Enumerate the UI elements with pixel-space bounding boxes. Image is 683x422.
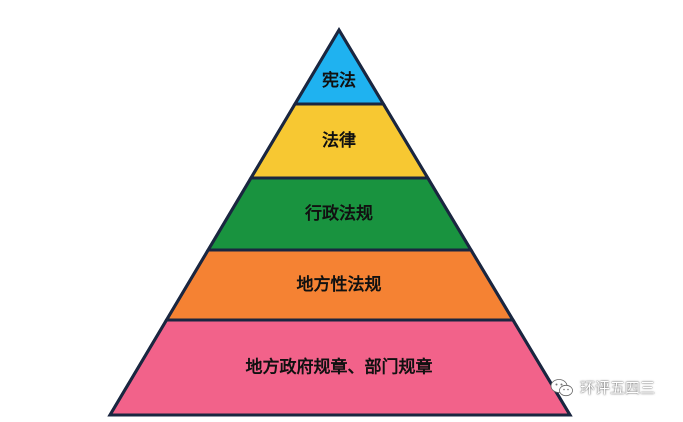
pyramid-tier-label-2: 法律	[322, 130, 356, 151]
watermark-text: 环评五四三	[579, 379, 655, 397]
wechat-icon	[550, 378, 573, 396]
pyramid-tier-label-1: 宪法	[322, 70, 356, 91]
pyramid-tier-label-5: 地方政府规章、部门规章	[246, 357, 433, 378]
pyramid-outline	[107, 27, 573, 417]
pyramid-tier-label-3: 行政法规	[304, 203, 373, 224]
pyramid-tier-label-4: 地方性法规	[297, 274, 382, 295]
pyramid-tier-1	[292, 27, 387, 106]
watermark: 环评五四三	[550, 377, 655, 398]
